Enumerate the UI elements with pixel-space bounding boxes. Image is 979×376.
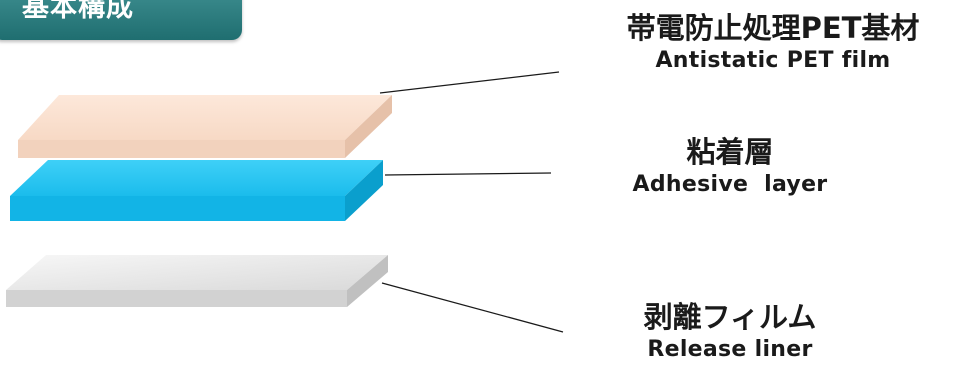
label-release-liner: 剥離フィルム Release liner — [595, 303, 865, 361]
adhesive-layer — [10, 160, 383, 221]
label-release-liner-ja: 剥離フィルム — [643, 300, 817, 334]
section-title-badge: 基本構成 — [0, 0, 242, 40]
adhesive-top-face — [10, 160, 383, 196]
leader-line-adhesive — [384, 172, 552, 176]
pet-film-top-face — [18, 95, 392, 140]
adhesive-front-face — [10, 196, 345, 221]
release-liner-layer — [6, 255, 388, 307]
label-release-liner-en: Release liner — [647, 337, 813, 362]
label-pet-film-en: Antistatic PET film — [655, 48, 891, 73]
release-liner-top-face — [6, 255, 388, 290]
label-adhesive-layer: 粘着層 Adhesive layer — [580, 138, 880, 196]
leader-line-pet — [379, 71, 560, 94]
label-adhesive-ja: 粘着層 — [686, 135, 774, 169]
section-title: 基本構成 — [22, 0, 134, 23]
release-liner-side-face — [347, 255, 388, 307]
pet-film-front-face — [18, 140, 345, 158]
adhesive-side-face — [345, 160, 383, 221]
pet-film-side-face — [345, 95, 392, 158]
label-pet-film-ja: 帯電防止処理PET基材 — [626, 11, 920, 45]
release-liner-front-face — [6, 290, 347, 307]
pet-film-layer — [18, 95, 392, 158]
label-pet-film: 帯電防止処理PET基材 Antistatic PET film — [553, 14, 979, 72]
label-adhesive-en: Adhesive layer — [632, 172, 828, 197]
leader-line-release — [381, 282, 564, 333]
